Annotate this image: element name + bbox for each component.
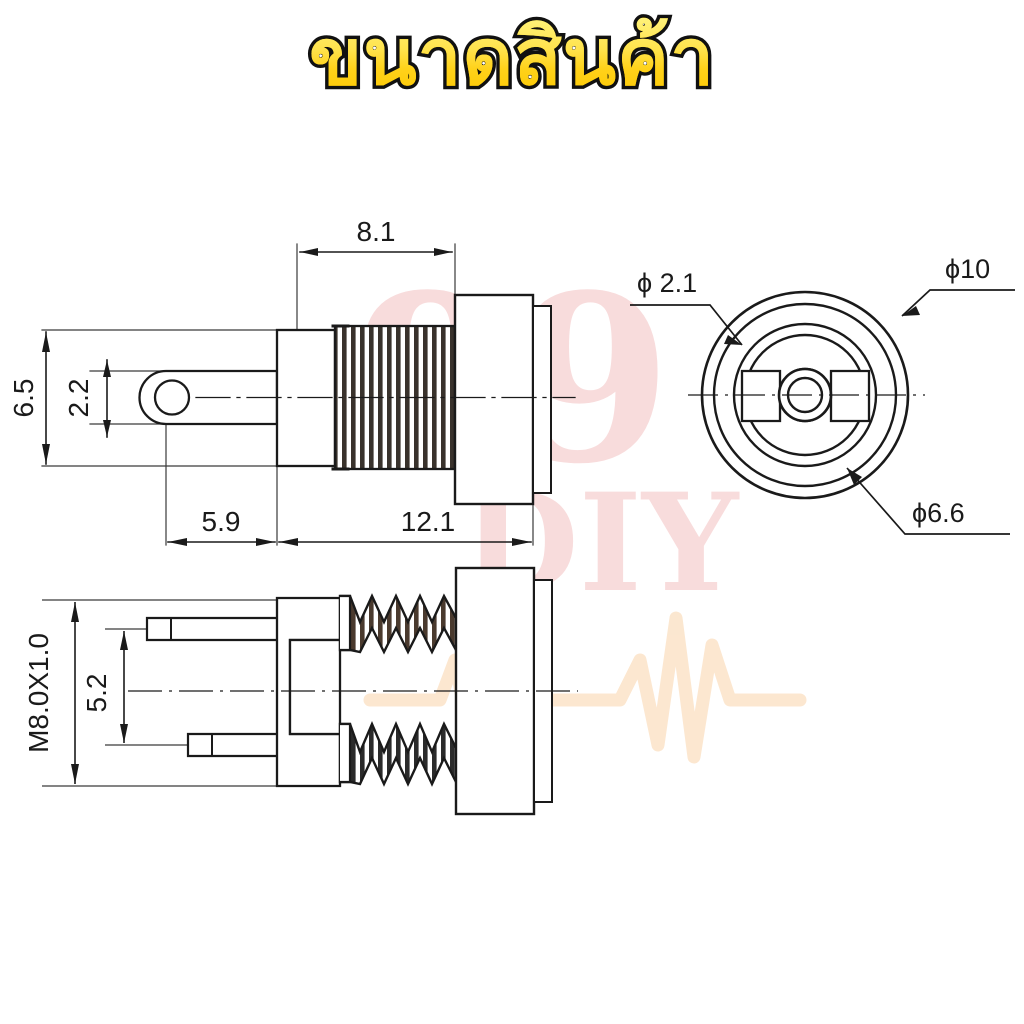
callout-phi-10: ϕ10 [901,254,1015,317]
dimension-label-5-2: 5.2 [81,674,112,713]
callout-label-phi-6-6: ϕ6.6 [912,498,965,528]
dimension-5-9: 5.9 [167,506,276,546]
dimension-m8: M8.0X1.0 [23,602,79,784]
right-contact-slot [829,369,871,423]
callout-phi-2-1: ϕ 2.1 [630,268,743,346]
dimension-12-1: 12.1 [278,506,532,546]
dimension-label-8-1: 8.1 [357,216,396,247]
dimension-5-2: 5.2 [81,631,128,743]
dimension-label-m8: M8.0X1.0 [23,633,54,753]
dimension-label-2-2: 2.2 [63,379,94,418]
callout-label-phi-2-1: ϕ 2.1 [637,268,697,298]
dimension-2-2: 2.2 [63,359,111,438]
dimension-label-5-9: 5.9 [202,506,241,537]
page-title-outline: ขนาดสินค้า [306,13,718,103]
terminal-hole-icon [153,379,191,416]
thread-profile-lower [338,720,458,787]
connector-body-elevation [275,596,342,788]
left-contact-slot [740,369,782,423]
thread-profile-upper [338,593,458,655]
callout-phi-6-6: ϕ6.6 [846,467,1010,535]
callout-label-phi-10: ϕ10 [945,254,990,284]
pin-terminal-upper [145,616,292,642]
flange-plate [453,293,552,506]
dimension-8-1: 8.1 [299,216,453,256]
dimension-6-5: 6.5 [8,331,50,465]
pin-terminal-lower [186,732,292,758]
dimension-label-6-5: 6.5 [8,379,39,418]
dimension-label-12-1: 12.1 [401,506,456,537]
